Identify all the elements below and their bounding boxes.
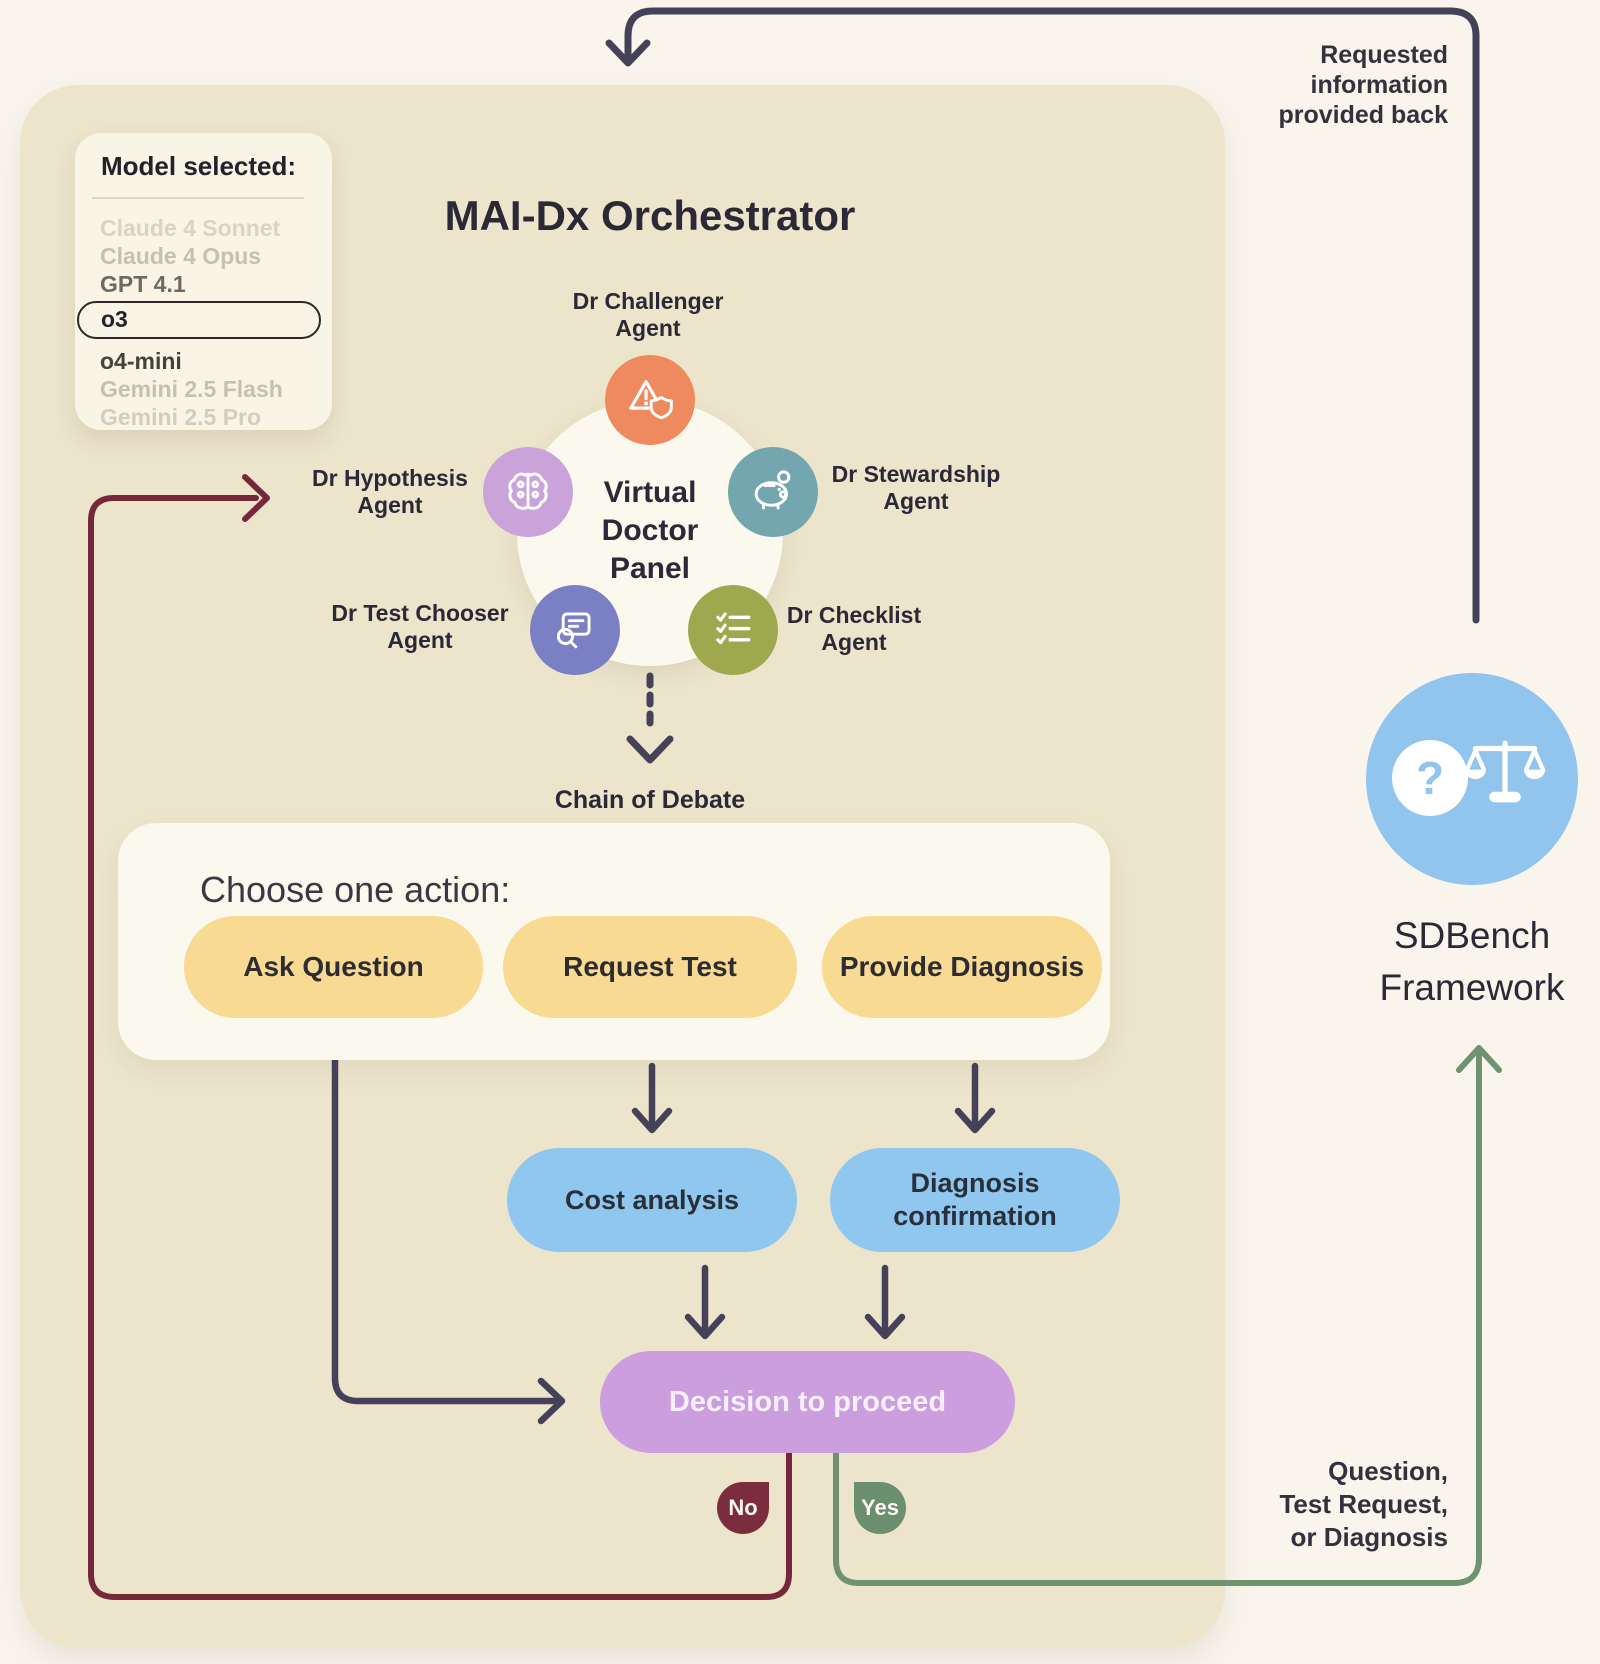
decision-to-proceed-node: Decision to proceed [600, 1351, 1015, 1453]
chain-of-debate-arrow [626, 672, 674, 764]
request-test-arrow [631, 1062, 673, 1134]
chain-of-debate-label: Chain of Debate [554, 786, 746, 814]
cost-analysis-node: Cost analysis [507, 1148, 797, 1252]
model-option-gemini-2-5-flash[interactable]: Gemini 2.5 Flash [100, 376, 283, 402]
requested-info-annotation: Requested information provided back [1238, 40, 1449, 130]
ask-question-button[interactable]: Ask Question [184, 916, 483, 1018]
requested-info-arrow [605, 7, 1480, 624]
requested-info-line2: information [1310, 71, 1449, 99]
sdbench-label-line1: SDBench [1393, 915, 1551, 956]
model-option-o4-mini[interactable]: o4-mini [100, 348, 182, 374]
action-chooser-heading: Choose one action: [200, 869, 511, 910]
yes-badge: Yes [854, 1482, 906, 1534]
hypothesis-agent-node [483, 447, 573, 537]
model-option-gemini-2-5-pro[interactable]: Gemini 2.5 Pro [100, 404, 262, 430]
warning-shield-icon [623, 371, 677, 430]
stewardship-agent-label: Dr Stewardship Agent [831, 461, 1001, 514]
output-annotation-line1: Question, [1328, 1456, 1448, 1486]
requested-info-line3: provided back [1278, 101, 1449, 129]
checklist-agent-label: Dr Checklist Agent [786, 602, 922, 655]
ask-question-arrow [331, 1054, 566, 1425]
confirmation-to-decision-arrow [864, 1264, 906, 1340]
challenger-agent-node [605, 355, 695, 445]
sdbench-node: ? [1366, 673, 1578, 885]
provide-diagnosis-arrow [954, 1062, 996, 1134]
test-chooser-agent-label: Dr Test Chooser Agent [331, 600, 509, 653]
model-option-o3-selected[interactable]: o3 [77, 301, 321, 339]
stewardship-agent-node [728, 447, 818, 537]
yes-loop-arrow [833, 1045, 1502, 1586]
action-chooser: Choose one action: Ask Question Request … [118, 823, 1110, 1060]
model-selector-title: Model selected: [101, 151, 297, 181]
page-title: MAI-Dx Orchestrator [444, 192, 856, 239]
diagnosis-confirmation-node: Diagnosis confirmation [830, 1148, 1120, 1252]
piggy-bank-icon [746, 463, 800, 522]
output-annotation: Question, Test Request, or Diagnosis [1208, 1455, 1448, 1554]
question-mark-icon: ? [1392, 740, 1468, 816]
cost-to-decision-arrow [684, 1264, 726, 1340]
document-search-icon [548, 601, 602, 660]
diagnosis-confirmation-label: Diagnosis confirmation [893, 1168, 1057, 1231]
provide-diagnosis-button[interactable]: Provide Diagnosis [822, 916, 1102, 1018]
model-option-gpt-4-1[interactable]: GPT 4.1 [100, 271, 186, 297]
requested-info-line1: Requested [1320, 41, 1448, 69]
checklist-agent-node [688, 585, 778, 675]
no-loop-arrow [88, 474, 792, 1600]
model-selector: Model selected: Claude 4 Sonnet Claude 4… [75, 133, 332, 430]
model-option-claude-4-sonnet[interactable]: Claude 4 Sonnet [100, 215, 281, 241]
model-option-claude-4-opus[interactable]: Claude 4 Opus [100, 243, 262, 269]
output-annotation-line2: Test Request, [1279, 1489, 1448, 1519]
brain-icon [501, 463, 555, 522]
checklist-icon [706, 601, 760, 660]
no-badge: No [717, 1482, 769, 1534]
sdbench-label-line2: Framework [1379, 967, 1565, 1008]
scales-icon [1464, 739, 1546, 820]
output-annotation-line3: or Diagnosis [1290, 1522, 1448, 1552]
sdbench-label: SDBench Framework [1342, 910, 1600, 1014]
test-chooser-agent-node [530, 585, 620, 675]
selected-model-label: o3 [101, 306, 128, 332]
virtual-doctor-panel-label: Virtual Doctor Panel [601, 476, 699, 585]
divider [92, 197, 304, 199]
request-test-button[interactable]: Request Test [503, 916, 797, 1018]
challenger-agent-label: Dr Challenger Agent [572, 288, 724, 341]
hypothesis-agent-label: Dr Hypothesis Agent [312, 465, 468, 518]
